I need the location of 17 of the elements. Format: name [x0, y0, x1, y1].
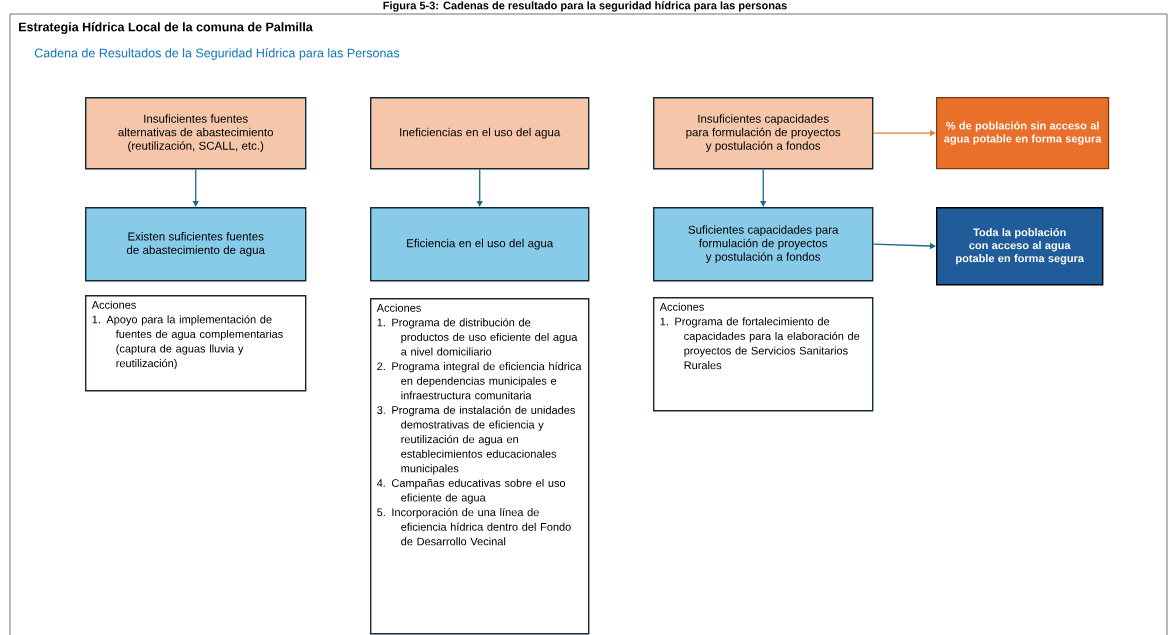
result-box: Existen suficientes fuentes de abastecimiento de agua [85, 207, 307, 282]
indicator-box: % de población sin acceso al agua potable en forma segura [936, 97, 1110, 170]
arrow [760, 168, 767, 207]
diagram-title: Estrategia Hídrica Local de la comuna de Palmilla [19, 22, 313, 34]
problem-box: Insuficientes capacidades para formulación de proyectos y postulación a fondos [653, 97, 874, 170]
actions-box: Acciones 1. Programa de distribución de productos de uso eficiente del agua a nivel domiciliario 2. Programa integral de eficiencia hídrica en dependencias municipales e infraestructura comunitaria 3. Programa de instalación de unidades demostrativas de eficiencia y reutilización de agua en establecimientos educacionales municipales 4. Campañas educativas sobre el uso eficiente de agua 5. Incorporación de una línea de eficiencia hídrica dentro del Fondo de Desarrollo Vecinal [370, 298, 590, 635]
result-box: Suficientes capacidades para formulación de proyectos y postulación a fondos [653, 207, 874, 282]
subtitle: Cadena de Resultados de la Seguridad Hídrica para las Personas [34, 48, 400, 60]
actions-box: Acciones 1. Programa de fortalecimiento de capacidades para la elaboración de proyectos de Servicios Sanitarios Rurales [653, 297, 874, 412]
actions-box: Acciones 1. Apoyo para la implementación de fuentes de agua complementarias (captura de aguas lluvia y reutilización) [85, 295, 307, 392]
arrow [192, 168, 199, 207]
arrow [476, 168, 483, 207]
result-box: Eficiencia en el uso del agua [370, 207, 590, 282]
figure-caption: Figura 5-3: Cadenas de resultado para la seguridad hídrica para las personas [383, 1, 787, 12]
problem-box: Insuficientes fuentes alternativas de abastecimiento (reutilización, SCALL, etc.) [85, 97, 307, 170]
problem-box: Ineficiencias en el uso del agua [370, 97, 590, 170]
goal-box: Toda la población con acceso al agua potable en forma segura [936, 207, 1104, 286]
